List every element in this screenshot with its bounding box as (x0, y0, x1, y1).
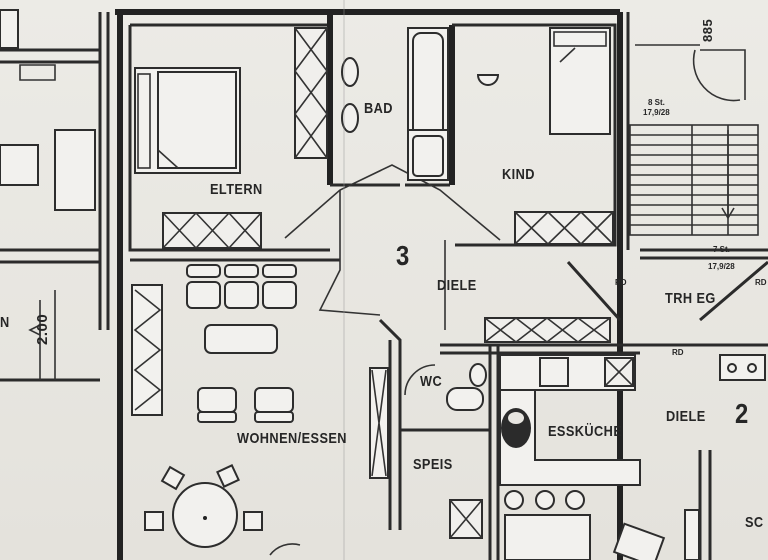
shelf-unit (131, 284, 163, 416)
room-label-wc: WC (420, 373, 443, 390)
coffee-table (204, 324, 278, 354)
armchairs (197, 387, 294, 423)
staircase (629, 44, 759, 236)
room-label-diele: DIELE (437, 277, 477, 294)
diele-cabinet (484, 317, 611, 343)
diele-walls (284, 164, 501, 330)
dimension-stair-partial: N (0, 314, 10, 331)
wohnen-sofa-cushions (186, 264, 297, 309)
kind-bed (476, 27, 611, 135)
unit-2-fixtures (684, 354, 766, 560)
stair-note-upper-steps: 8 St. (648, 98, 665, 107)
walls (0, 9, 768, 560)
paper-fold (343, 0, 345, 560)
room-label-eltern: ELTERN (210, 181, 263, 198)
room-label-wohnen-essen: WOHNEN/ESSEN (237, 430, 347, 447)
stair-note-lower-steps: 7 St. (713, 245, 730, 254)
eltern-bed (134, 67, 241, 174)
dimension-top-right: 885 (700, 18, 715, 42)
stair-note-lower-rise: 17,9/28 (708, 262, 735, 271)
unit-number-2: 2 (735, 398, 749, 429)
room-label-bad: BAD (364, 100, 393, 117)
wardrobe-eltern-bottom (162, 212, 262, 249)
unit-number-3: 3 (396, 240, 410, 271)
stair-note-upper-rise: 17,9/28 (643, 108, 670, 117)
room-label-sch-partial: SC (745, 514, 764, 531)
room-label-kind: KIND (502, 166, 535, 183)
dining-table (144, 464, 301, 556)
left-unit (0, 9, 96, 380)
kitchen (499, 354, 666, 560)
wc-fixtures (369, 363, 487, 479)
room-label-esskueche: ESSKÜCHE (548, 423, 623, 440)
mark-rd-left: RD (615, 278, 627, 287)
wardrobe-kind (514, 211, 614, 245)
speis-shelf (449, 499, 483, 539)
room-label-trh-eg: TRH EG (665, 290, 716, 307)
bad-fixtures (341, 27, 449, 181)
dimension-left-width: 2.00 (34, 313, 51, 345)
mark-rd-bottom: RD (672, 348, 684, 357)
wardrobe-eltern-side (294, 27, 328, 159)
room-label-speis: SPEIS (413, 456, 453, 473)
room-label-diele-2: DIELE (666, 408, 706, 425)
mark-rd-right: RD (755, 278, 767, 287)
